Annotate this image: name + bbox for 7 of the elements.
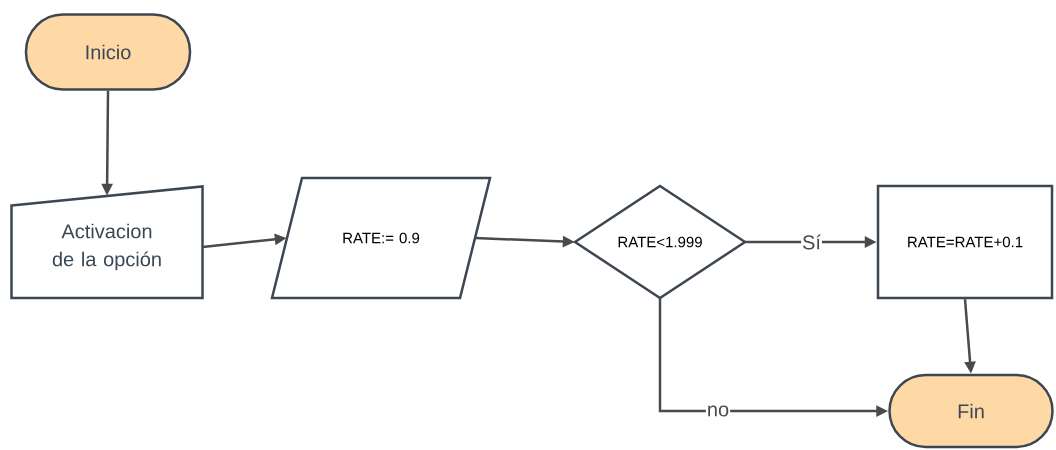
- start-terminal: Inicio: [24, 13, 192, 91]
- process-box: RATE=RATE+0.1: [876, 184, 1054, 300]
- end-terminal: Fin: [888, 373, 1054, 449]
- edge-label: Sí: [801, 233, 822, 251]
- edge-label: no: [705, 404, 731, 418]
- input-parallelogram: RATE:= 0.9: [270, 176, 492, 300]
- manual-input-box: Activacion de la opción: [10, 185, 204, 300]
